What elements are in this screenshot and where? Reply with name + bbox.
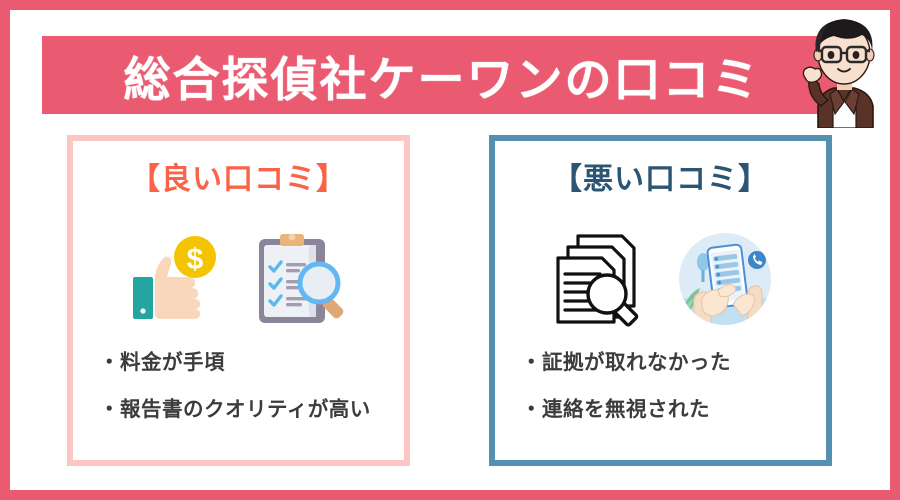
card-bad-icon-row	[495, 219, 826, 339]
documents-magnifier-icon	[550, 230, 650, 328]
card-bad-list: ・証拠が取れなかった ・連絡を無視された	[521, 351, 812, 421]
list-item: ・証拠が取れなかった	[521, 351, 731, 374]
svg-text:$: $	[186, 243, 203, 276]
card-good-list: ・料金が手頃 ・報告書のクオリティが高い	[99, 351, 390, 421]
card-good-icon-row: $	[73, 219, 404, 339]
page-title: 総合探偵社ケーワンの口コミ	[123, 52, 761, 106]
list-item: ・料金が手頃	[99, 351, 225, 374]
thumbs-up-coin-icon: $	[125, 231, 221, 327]
card-bad-reviews: 【悪い口コミ】	[489, 135, 832, 466]
clipboard-checklist-magnifier-icon	[249, 229, 353, 329]
list-item: ・報告書のクオリティが高い	[99, 397, 371, 421]
avatar	[796, 6, 892, 128]
card-good-reviews: 【良い口コミ】 $	[67, 135, 410, 466]
list-item: ・連絡を無視された	[521, 397, 710, 421]
hands-smartphone-circle-icon	[678, 232, 772, 326]
title-banner	[42, 36, 840, 114]
card-bad-heading: 【悪い口コミ】	[552, 163, 769, 196]
card-good-heading: 【良い口コミ】	[130, 163, 347, 196]
